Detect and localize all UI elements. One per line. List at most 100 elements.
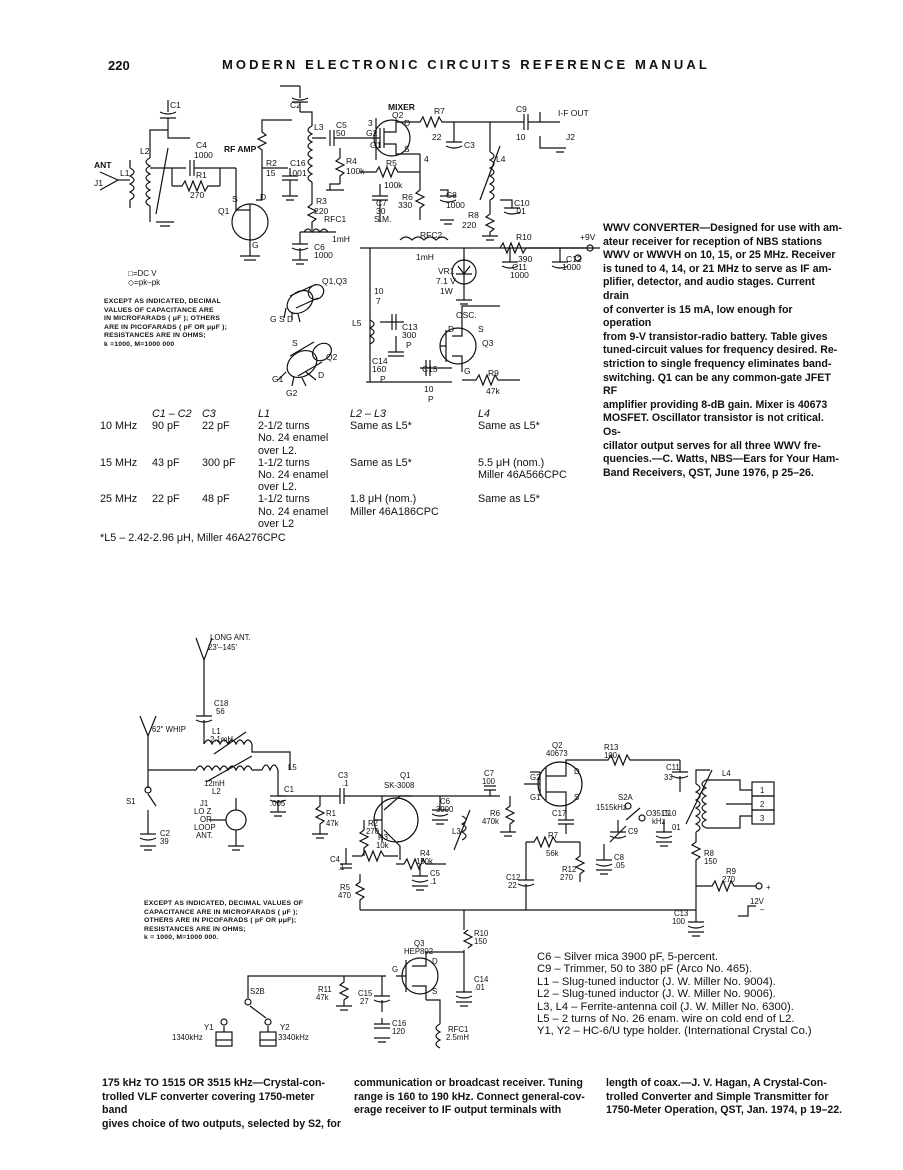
vlf-c4-value: .1 xyxy=(338,863,345,872)
vlf-y2-label: Y2 xyxy=(280,1023,290,1032)
wwv-q3-label: Q3 xyxy=(482,338,494,348)
caption-line: amplifier providing 8-dB gain. Mixer is … xyxy=(603,398,828,411)
table-cell: 1-1/2 turns xyxy=(258,493,310,506)
vlf-rfc1-value: 2.5mH xyxy=(446,1033,469,1042)
caption-line: WWV or WWVH on 10, 15, or 25 MHz. Receiv… xyxy=(603,249,836,262)
vlf-c11-label: C11 xyxy=(666,763,680,772)
vlf-c18-value: 56 xyxy=(216,707,225,716)
wwv-c10-label: C10 xyxy=(514,198,530,208)
caption-line: range is 160 to 190 kHz. Connect general… xyxy=(354,1090,585,1103)
table-cell: Same as L5* xyxy=(478,493,540,506)
caption-line: communication or broadcast receiver. Tun… xyxy=(354,1077,583,1089)
wwv-c4-value: 1000 xyxy=(194,150,213,160)
vlf-q2-value: 40673 xyxy=(546,749,568,758)
wwv-c11-label: C11 xyxy=(512,262,527,272)
wwv-units-note: EXCEPT AS INDICATED, DECIMAL VALUES OF C… xyxy=(104,298,304,350)
vlf-c14-value: .01 xyxy=(474,983,485,992)
wwv-caption: WWV CONVERTER—Designed for use with am- … xyxy=(603,222,843,480)
wwv-q3-s-label: S xyxy=(478,324,484,334)
vlf-s2b-label: S2B xyxy=(250,987,265,996)
table-cell: 43 pF xyxy=(152,456,180,469)
vlf-q2-s-label: S xyxy=(574,793,579,802)
vlf-q2-label: Q2 xyxy=(552,741,562,750)
wwv-l4-label: L4 xyxy=(496,154,506,164)
wwv-q2-g2-label: G2 xyxy=(366,128,378,138)
wwv-l5-label: L5 xyxy=(352,318,362,328)
wwv-r4-label: R4 xyxy=(346,156,357,166)
wwv-values-table: C1 – C2 C3 L1 L2 – L3 L4 10 MHz 90 pF 22… xyxy=(100,408,598,544)
wwv-c9-value: 10 xyxy=(516,132,526,142)
parts-item: L1 – Slug-tuned inductor (J. W. Miller N… xyxy=(537,975,776,988)
wwv-mixer-label: MIXER xyxy=(388,102,415,112)
wwv-q3-g-label: G xyxy=(464,366,471,376)
wwv-c14-label: C14 xyxy=(372,356,388,366)
vlf-q3-g-label: G xyxy=(392,965,398,974)
wwv-c9-label: C9 xyxy=(516,104,527,114)
vlf-loz-label: LO Z xyxy=(194,807,212,816)
vlf-l4-label: L4 xyxy=(722,769,731,778)
wwv-c13-label: C13 xyxy=(402,322,418,332)
vlf-c10-value: 01 xyxy=(672,823,681,832)
vlf-q3-s-label: S xyxy=(432,987,437,996)
vlf-c17-label: C17 xyxy=(552,809,566,818)
vlf-r2-value: 270 xyxy=(366,827,380,836)
vlf-l2-value: 12mH xyxy=(204,779,225,788)
vlf-units-note: EXCEPT AS INDICATED, DECIMAL VALUES OF C… xyxy=(144,900,354,943)
table-cell: 48 pF xyxy=(202,493,230,506)
caption-line: trolled Converter and Simple Transmitter… xyxy=(606,1090,829,1103)
wwv-c12-label: C12 xyxy=(566,254,582,264)
vlf-g2-label: G2 xyxy=(530,773,540,782)
table-cell: 10 MHz xyxy=(100,420,138,433)
wwv-c8-value: 1000 xyxy=(446,200,465,210)
wwv-q2-s-label: S xyxy=(404,144,410,154)
wwv-c5-value: 50 xyxy=(336,128,346,138)
wwv-q3-d-label: D xyxy=(448,324,454,334)
vlf-c12-value: 22 xyxy=(508,881,517,890)
vlf-r6-value: 470k xyxy=(482,817,499,826)
table-cell: over L2. xyxy=(258,444,298,457)
wwv-q2-d-label: D xyxy=(404,118,410,128)
wwv-c8-label: C8 xyxy=(446,190,457,200)
wwv-c15-label: C15 xyxy=(422,364,438,374)
vlf-ant-label: ANT. xyxy=(196,831,213,840)
wwv-c14-p: P xyxy=(380,374,386,384)
vlf-q3-d-label: D xyxy=(432,957,438,966)
wwv-note-line: RESISTANCES ARE IN OHMS; xyxy=(104,332,206,340)
vlf-l2-label: L2 xyxy=(212,787,221,796)
vlf-r8-value: 150 xyxy=(704,857,718,866)
wwv-r6-label: R6 xyxy=(402,192,413,202)
wwv-rfc1-value: 1mH xyxy=(332,234,350,244)
vlf-caption-col1: 175 kHz TO 1515 OR 3515 kHz—Crystal-con-… xyxy=(102,1077,342,1131)
wwv-vr1-label: VR1 xyxy=(438,266,455,276)
vlf-s2a-label: S2A xyxy=(618,793,634,802)
wwv-r7-value: 22 xyxy=(432,132,442,142)
table-cell: No. 24 enamel xyxy=(258,505,329,518)
table-cell: 22 pF xyxy=(152,493,180,506)
wwv-r3-value: 220 xyxy=(314,206,328,216)
wwv-note-line: EXCEPT AS INDICATED, DECIMAL xyxy=(104,298,221,305)
caption-line: cillator output serves for all three WWV… xyxy=(603,439,821,452)
vlf-c5-label: C5 xyxy=(430,869,441,878)
table-footnote: *L5 – 2.42-2.96 μH, Miller 46A276CPC xyxy=(100,532,286,545)
wwv-ifout-label: I-F OUT xyxy=(558,108,589,118)
wwv-c3-label: C3 xyxy=(464,140,475,150)
wwv-v4-label: 4 xyxy=(424,154,429,164)
table-cell: 1-1/2 turns xyxy=(258,456,310,469)
vlf-c13-label: C13 xyxy=(674,909,688,918)
wwv-q1-label: Q1 xyxy=(218,206,230,216)
caption-line: Band Receivers, QST, June 1976, p 25–26. xyxy=(603,466,814,479)
table-cell: Miller 46A186CPC xyxy=(350,505,439,518)
wwv-c7-label: C7 xyxy=(376,198,387,208)
wwv-legend-pk: ◇=pk–pk xyxy=(128,278,161,287)
wwv-r7-label: R7 xyxy=(434,106,445,116)
vlf-r1-value: 47k xyxy=(326,819,339,828)
vlf-note-line: CAPACITANCE ARE IN MICROFARADS ( μF ); xyxy=(144,908,298,916)
vlf-r6-label: R6 xyxy=(490,809,500,818)
vlf-1515-label: 1515kHz xyxy=(596,803,627,812)
wwv-r1-value: 270 xyxy=(190,190,204,200)
wwv-gsd-label: G S D xyxy=(270,314,293,324)
wwv-l3-label: L3 xyxy=(314,122,324,132)
table-cell: 5.5 μH (nom.) xyxy=(478,456,545,469)
table-cell: 1.8 μH (nom.) xyxy=(350,493,417,506)
wwv-pkg-q2-label: Q2 xyxy=(326,352,338,362)
